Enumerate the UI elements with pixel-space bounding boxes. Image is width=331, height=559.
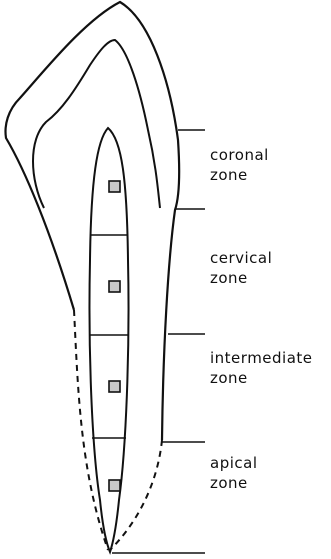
sample-marker-coronal: [109, 181, 120, 192]
outer-apical-dashed-outline: [74, 310, 108, 550]
zone-label-intermediate-line1: intermediate: [210, 348, 313, 368]
zone-label-intermediate-line2: zone: [210, 368, 313, 388]
inner-crown-outline: [33, 40, 160, 208]
zone-label-coronal-line1: coronal: [210, 145, 269, 165]
zone-label-intermediate: intermediate zone: [210, 348, 313, 388]
outer-tooth-outline: [6, 2, 180, 440]
zone-label-cervical-line1: cervical: [210, 248, 272, 268]
zone-label-cervical-line2: zone: [210, 268, 272, 288]
zone-label-apical-line2: zone: [210, 473, 258, 493]
sample-marker-apical: [109, 480, 120, 491]
zone-label-apical-line1: apical: [210, 453, 258, 473]
zone-label-coronal-line2: zone: [210, 165, 269, 185]
zone-label-cervical: cervical zone: [210, 248, 272, 288]
sample-marker-cervical: [109, 281, 120, 292]
zone-label-coronal: coronal zone: [210, 145, 269, 185]
sample-marker-intermediate: [109, 381, 120, 392]
outer-apical-dashed-outline-right: [110, 440, 162, 550]
zone-label-apical: apical zone: [210, 453, 258, 493]
